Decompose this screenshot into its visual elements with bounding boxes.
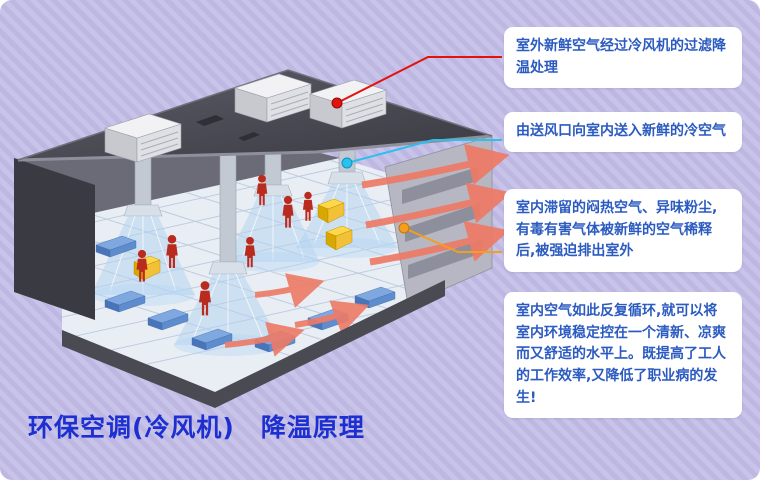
cooling-units xyxy=(104,73,387,163)
callout-connectors xyxy=(331,56,502,253)
page-title: 环保空调(冷风机) 降温原理 xyxy=(28,413,365,442)
callout-text: 室外新鲜空气经过冷风机的过滤降温处理 xyxy=(516,38,726,76)
connector-line-exhaust-air xyxy=(403,227,502,253)
callout-text: 室内滞留的闷热空气、异味粉尘,有毒有害气体被新鲜的空气稀释后,被强迫排出室外 xyxy=(516,200,718,260)
exhaust-window-slot xyxy=(405,203,480,242)
exhaust-window-slot xyxy=(402,167,478,204)
connector-dot-supply-air xyxy=(341,157,353,169)
interior-airflow-arrows xyxy=(224,273,370,357)
callout-text: 室内空气如此反复循环,就可以将室内环境稳定控在一个清新、凉爽而又舒适的水平上。既… xyxy=(516,303,726,406)
callout-text: 由送风口向室内送入新鲜的冷空气 xyxy=(516,123,726,139)
cooling-unit xyxy=(309,79,387,129)
callout-circulation-benefits: 室内空气如此反复循环,就可以将室内环境稳定控在一个清新、凉爽而又舒适的水平上。既… xyxy=(504,292,742,419)
left-wall xyxy=(14,158,95,320)
connector-line-fresh-air xyxy=(336,56,502,104)
cooling-unit xyxy=(104,113,182,163)
connector-dot-fresh-air xyxy=(331,97,343,109)
callout-fresh-air-filtered: 室外新鲜空气经过冷风机的过滤降温处理 xyxy=(504,27,742,89)
interior-ceiling xyxy=(18,152,340,222)
connector-line-supply-air xyxy=(346,139,502,164)
connector-dot-exhaust-air xyxy=(398,222,410,234)
callout-exhaust-stale-air: 室内滞留的闷热空气、异味粉尘,有毒有害气体被新鲜的空气稀释后,被强迫排出室外 xyxy=(504,189,742,273)
callout-supply-cold-air: 由送风口向室内送入新鲜的冷空气 xyxy=(504,112,742,152)
cooling-unit xyxy=(234,73,312,123)
building-base xyxy=(62,280,445,408)
exhaust-out-arrows xyxy=(361,144,512,266)
